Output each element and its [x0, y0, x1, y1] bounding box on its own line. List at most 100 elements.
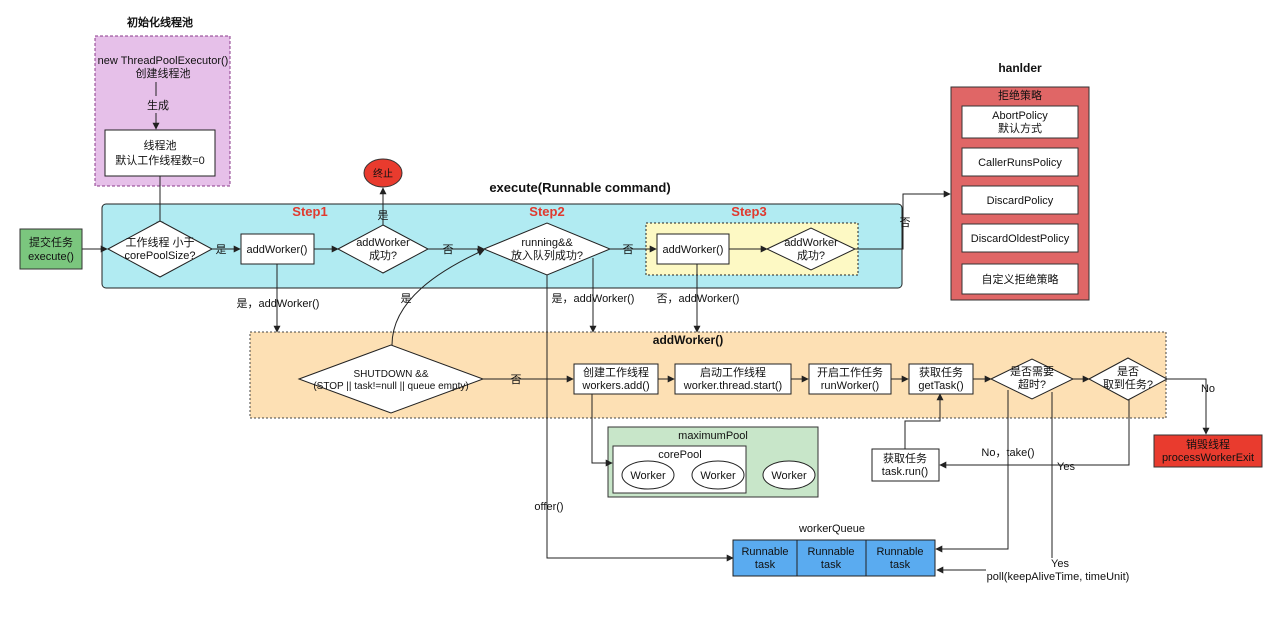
step1-yes-label: 是 [216, 243, 227, 256]
step3-addworker-box [656, 233, 730, 265]
terminate-yes-label: 是 [378, 209, 389, 222]
poll-label: poll(keepAliveTime, timeUnit) [987, 571, 1130, 583]
step2-no-label: 否 [623, 244, 634, 256]
policy-label: 默认方式 [998, 121, 1042, 135]
gettask-text-2: getTask() [918, 380, 963, 392]
init-new-text-1: new ThreadPoolExecutor() [98, 55, 229, 67]
step2-label: Step2 [529, 204, 564, 219]
policy-label: CallerRunsPolicy [978, 157, 1062, 169]
run-text-1: 开启工作任务 [817, 366, 883, 379]
step1-addworker-box [240, 233, 315, 265]
shutdown-no-label: 否 [511, 374, 522, 386]
terminate-text: 终止 [373, 167, 393, 180]
handler-title: hanlder [998, 61, 1042, 75]
offer-label: offer() [534, 501, 563, 513]
worker-text-1: Worker [630, 470, 666, 482]
worker-node [762, 460, 816, 490]
worker-node [691, 460, 745, 490]
handler-subtitle: 拒绝策略 [998, 88, 1042, 102]
queue-cell-2-line1: Runnable [807, 546, 854, 558]
run-text-2: runWorker() [821, 380, 879, 392]
aw-decision-text-1: addWorker [356, 237, 410, 249]
policy-box [961, 147, 1079, 177]
aw-decision-text-2: 成功? [369, 249, 397, 262]
step3-label: Step3 [731, 204, 766, 219]
shutdown-text-2: (STOP || task!=null || queue empty) [313, 381, 468, 392]
run-worker-box [808, 363, 892, 395]
init-pool-box [104, 129, 216, 177]
maximum-pool-label: maximumPool [678, 430, 748, 442]
create-text-1: 创建工作线程 [583, 365, 649, 379]
queue-cell [865, 539, 936, 577]
policy-box [961, 223, 1079, 253]
queue-cell-2-line2: task [821, 559, 842, 571]
shutdown-yes-label: 是 [401, 292, 412, 305]
create-worker-box [573, 363, 659, 395]
worker-text-3: Worker [771, 470, 807, 482]
gettask-text-1: 获取任务 [919, 366, 963, 379]
create-text-2: workers.add() [581, 380, 649, 392]
init-pool-text-2: 默认工作线程数=0 [115, 153, 205, 167]
got-no-label: No [1201, 383, 1215, 395]
core-pool-label: corePool [658, 449, 701, 461]
policy-box [961, 263, 1079, 295]
shutdown-text-1: SHUTDOWN && [354, 369, 429, 380]
worker-queue-title: workerQueue [798, 523, 865, 535]
handler-no-label: 否 [900, 217, 911, 229]
got-yes-label: Yes [1057, 461, 1075, 473]
destroy-text-1: 销毁线程 [1186, 437, 1230, 451]
submit-text-1: 提交任务 [29, 235, 73, 249]
taskrun-text-1: 获取任务 [883, 452, 927, 465]
policy-label: DiscardPolicy [987, 195, 1054, 207]
start-text-1: 启动工作线程 [700, 365, 766, 379]
queue-cell [796, 539, 867, 577]
s3-decision-text-2: 成功? [797, 249, 825, 262]
step1-label: Step1 [292, 204, 327, 219]
init-pool-text-1: 线程池 [144, 138, 177, 152]
run-decision-text-1: running&& [521, 237, 573, 249]
queue-cell-3-line1: Runnable [876, 546, 923, 558]
worker-node [621, 460, 675, 490]
policy-box [961, 185, 1079, 215]
got-text-2: 取到任务? [1103, 378, 1153, 391]
destroy-thread-box [1153, 434, 1263, 468]
step3-addworker-text: addWorker() [663, 244, 724, 256]
queue-cell-1-line2: task [755, 559, 776, 571]
core-decision-text-1: 工作线程 小于 [125, 235, 194, 249]
timeout-text-2: 超时? [1018, 377, 1046, 391]
init-new-text-2: 创建线程池 [136, 66, 191, 80]
init-generate-label: 生成 [147, 98, 169, 112]
terminate-node [363, 158, 403, 188]
taskrun-text-2: task.run() [882, 466, 928, 478]
addworker-title: addWorker() [653, 333, 723, 347]
timeout-text-1: 是否需要 [1010, 365, 1054, 378]
destroy-text-2: processWorkerExit [1162, 452, 1254, 464]
step3-no-addworker-label: 否，addWorker() [657, 293, 740, 305]
core-decision-text-2: corePoolSize? [125, 250, 196, 262]
submit-text-2: execute() [28, 251, 74, 263]
policy-label: 自定义拒绝策略 [982, 272, 1059, 286]
run-decision-text-2: 放入队列成功? [511, 248, 583, 262]
execute-title: execute(Runnable command) [489, 180, 670, 195]
step2-yes-addworker-label: 是，addWorker() [552, 292, 635, 305]
got-text-1: 是否 [1117, 365, 1139, 378]
take-label: No，take() [981, 447, 1034, 459]
policy-label: AbortPolicy [992, 110, 1048, 122]
queue-cell [732, 539, 798, 577]
step1-addworker-text: addWorker() [247, 244, 308, 256]
policy-box [961, 105, 1079, 139]
init-title: 初始化线程池 [127, 15, 193, 29]
poll-yes-label: Yes [1051, 558, 1069, 570]
s3-decision-text-1: addWorker [784, 237, 838, 249]
step1-yes-addworker-label: 是，addWorker() [237, 297, 320, 310]
start-text-2: worker.thread.start() [683, 380, 782, 392]
submit-task-box [19, 228, 83, 270]
step1-no-label: 否 [443, 244, 454, 256]
task-run-box [871, 448, 940, 482]
policy-label: DiscardOldestPolicy [971, 233, 1070, 245]
queue-cell-1-line1: Runnable [741, 546, 788, 558]
queue-cell-3-line2: task [890, 559, 911, 571]
worker-text-2: Worker [700, 470, 736, 482]
